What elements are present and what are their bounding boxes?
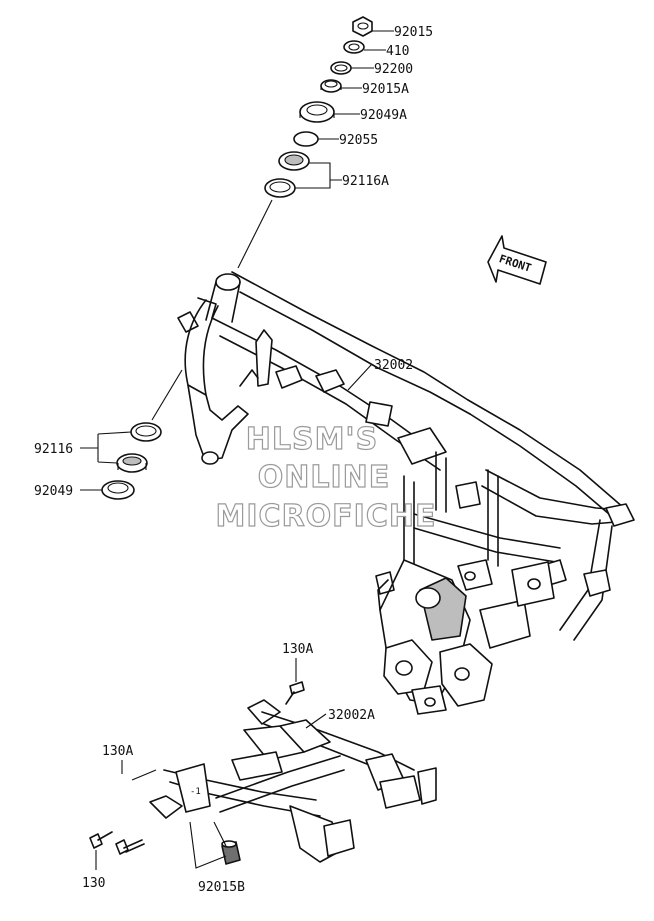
label-92116: 92116 bbox=[34, 442, 73, 457]
label-130A-top: 130A bbox=[282, 642, 313, 657]
label-92015: 92015 bbox=[394, 25, 433, 40]
washer-410-icon bbox=[343, 40, 365, 54]
bearing-race-lower-icon bbox=[130, 422, 162, 442]
seal-92049A-icon bbox=[299, 101, 335, 123]
locknut-92015A-icon bbox=[320, 79, 342, 93]
seal-92049-icon bbox=[101, 480, 135, 500]
watermark-line-2: ONLINE bbox=[258, 460, 391, 495]
leader-lines bbox=[80, 30, 394, 870]
watermark: HLSM'S ONLINE MICROFICHE bbox=[215, 421, 437, 534]
label-130A-left: 130A bbox=[102, 744, 133, 759]
label-92049A: 92049A bbox=[360, 108, 407, 123]
label-410: 410 bbox=[386, 44, 409, 59]
main-frame-32002 bbox=[177, 271, 635, 715]
label-92116A: 92116A bbox=[342, 174, 389, 189]
label-130: 130 bbox=[82, 876, 105, 891]
bolt-130A-top-icon bbox=[285, 681, 305, 705]
bearing-lower-icon bbox=[116, 453, 148, 473]
label-92055: 92055 bbox=[339, 133, 378, 148]
label-92049: 92049 bbox=[34, 484, 73, 499]
sub-frame-32002A: -1 bbox=[149, 699, 437, 863]
part-labels: 92015 410 92200 92015A 92049A 92055 9211… bbox=[34, 25, 433, 895]
nut-92200-icon bbox=[330, 61, 352, 75]
label-32002A: 32002A bbox=[328, 708, 375, 723]
bearing-race-upper-icon bbox=[264, 178, 296, 198]
svg-text:-1: -1 bbox=[190, 787, 201, 797]
bolt-130A-left-icon bbox=[115, 839, 145, 855]
steering-stem-nut-icon bbox=[352, 16, 373, 37]
label-32002: 32002 bbox=[374, 358, 413, 373]
watermark-line-1: HLSM'S bbox=[246, 422, 378, 457]
bolt-130-icon bbox=[89, 831, 113, 849]
label-92015A: 92015A bbox=[362, 82, 409, 97]
label-92015B: 92015B bbox=[198, 880, 245, 895]
label-92200: 92200 bbox=[374, 62, 413, 77]
watermark-line-3: MICROFICHE bbox=[216, 499, 437, 534]
front-arrow-icon: FRONT bbox=[487, 235, 547, 285]
o-ring-92055-icon bbox=[293, 131, 319, 147]
bearing-upper-icon bbox=[278, 151, 310, 171]
